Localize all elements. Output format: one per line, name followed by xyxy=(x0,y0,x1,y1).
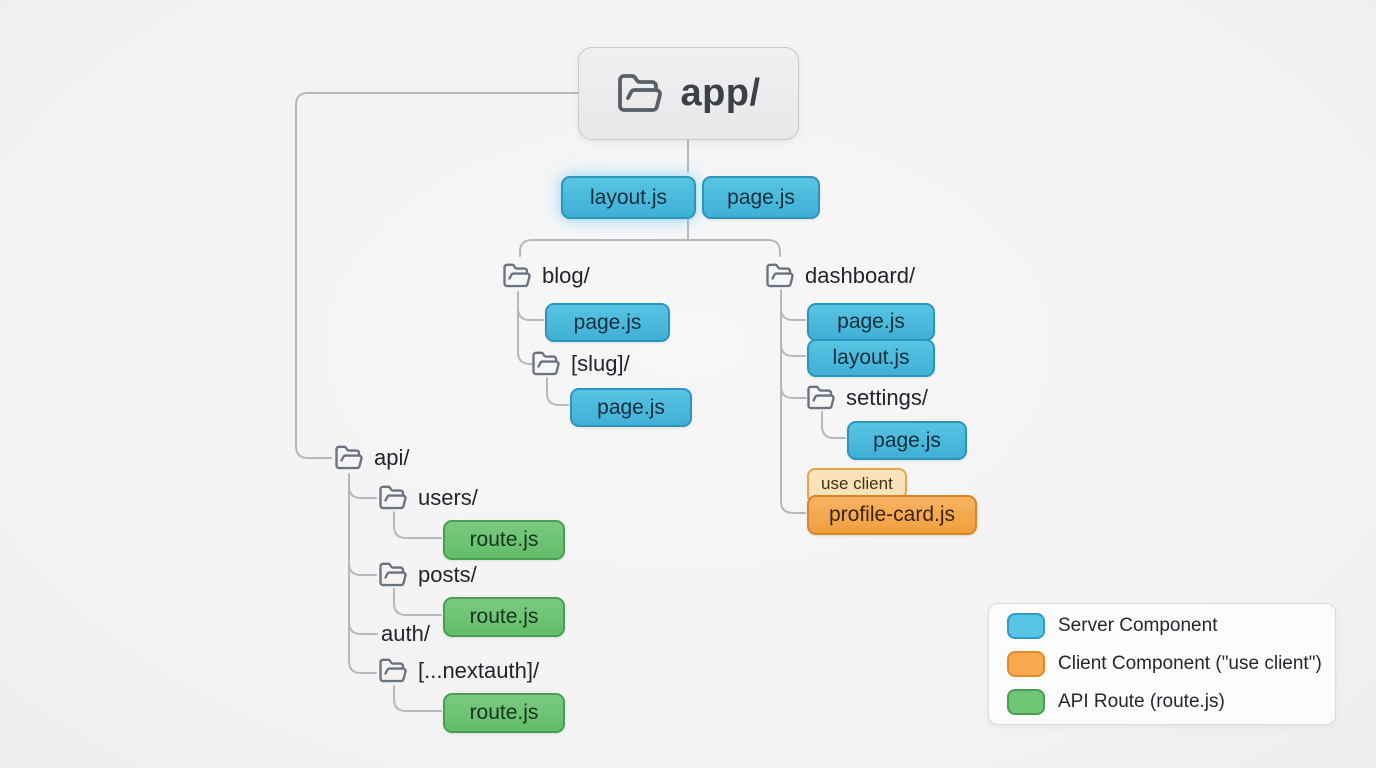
legend-label: Client Component ("use client") xyxy=(1058,653,1322,674)
folder-node-posts: posts/ xyxy=(378,558,477,592)
folder-node-api: api/ xyxy=(334,441,409,475)
file-node-posts-route: route.js xyxy=(443,597,565,637)
folder-label: settings/ xyxy=(846,385,928,410)
folder-node-nextauth: [...nextauth]/ xyxy=(378,654,539,688)
api-route-swatch xyxy=(1007,689,1045,715)
folder-open-icon xyxy=(378,560,408,590)
client-component-swatch xyxy=(1007,651,1045,677)
file-node-dashboard-page: page.js xyxy=(807,303,935,341)
folder-node-dashboard: dashboard/ xyxy=(765,259,915,293)
file-node-profile-card: profile-card.js xyxy=(807,495,977,535)
folder-node-app: app/ xyxy=(578,47,799,140)
folder-node-users: users/ xyxy=(378,481,478,515)
folder-open-icon xyxy=(616,70,664,118)
file-node-settings-page: page.js xyxy=(847,421,967,460)
legend-item-api: API Route (route.js) xyxy=(1007,689,1317,716)
folder-label: dashboard/ xyxy=(805,263,916,288)
folder-label: api/ xyxy=(374,445,410,470)
file-node-slug-page: page.js xyxy=(570,388,692,427)
legend-item-client: Client Component ("use client") xyxy=(1007,651,1322,678)
legend-label: Server Component xyxy=(1058,615,1218,636)
folder-node-slug: [slug]/ xyxy=(531,347,630,381)
folder-open-icon xyxy=(378,656,408,686)
file-node-root-page: page.js xyxy=(702,176,820,219)
folder-open-icon xyxy=(806,383,836,413)
file-node-root-layout: layout.js xyxy=(561,176,696,219)
folder-label: auth/ xyxy=(381,621,430,646)
folder-label: blog/ xyxy=(542,263,590,288)
folder-open-icon xyxy=(502,261,532,291)
folder-label: app/ xyxy=(680,72,761,114)
file-node-nextauth-route: route.js xyxy=(443,693,565,733)
folder-open-icon xyxy=(334,443,364,473)
legend-item-server: Server Component xyxy=(1007,613,1317,640)
server-component-swatch xyxy=(1007,613,1045,639)
folder-node-auth: auth/ xyxy=(381,617,430,651)
folder-node-blog: blog/ xyxy=(502,259,590,293)
folder-label: [...nextauth]/ xyxy=(418,658,540,683)
folder-label: users/ xyxy=(418,485,478,510)
file-node-blog-page: page.js xyxy=(545,303,670,342)
folder-node-settings: settings/ xyxy=(806,381,928,415)
folder-label: posts/ xyxy=(418,562,477,587)
folder-label: [slug]/ xyxy=(571,351,630,376)
folder-open-icon xyxy=(531,349,561,379)
legend-label: API Route (route.js) xyxy=(1058,691,1225,712)
file-node-users-route: route.js xyxy=(443,520,565,560)
file-node-dashboard-layout: layout.js xyxy=(807,339,935,377)
folder-open-icon xyxy=(765,261,795,291)
folder-open-icon xyxy=(378,483,408,513)
legend: Server Component Client Component ("use … xyxy=(988,603,1336,725)
